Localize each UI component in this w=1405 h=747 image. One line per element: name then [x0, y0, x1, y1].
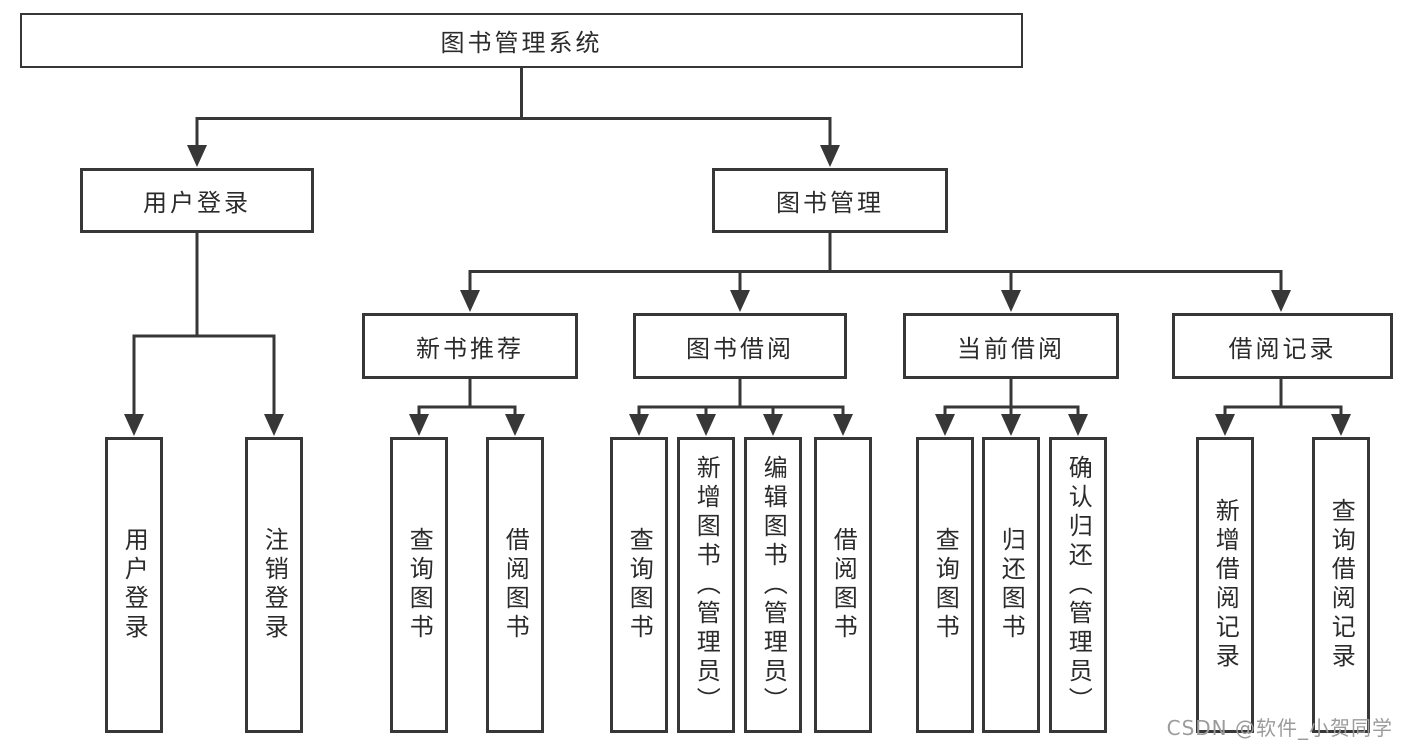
leaf-label: 查询借阅记录 — [1327, 498, 1356, 672]
leaf-label: 用户登录 — [120, 527, 149, 643]
leaf-add-books-admin: 新增图书（管理员） — [677, 437, 735, 733]
node-label: 图书管理 — [776, 189, 884, 217]
leaf-logout: 注销登录 — [245, 437, 303, 733]
node-root-label: 图书管理系统 — [440, 29, 603, 57]
node-label: 借阅记录 — [1228, 334, 1337, 363]
node-new-book-recommend: 新书推荐 — [362, 313, 578, 379]
leaf-label: 注销登录 — [260, 527, 289, 643]
leaf-add-borrow-record: 新增借阅记录 — [1196, 437, 1254, 733]
leaf-query-books-2: 查询图书 — [610, 437, 668, 733]
node-user-login-group: 用户登录 — [80, 168, 314, 233]
leaf-confirm-return-admin: 确认归还（管理员） — [1049, 437, 1107, 733]
leaf-user-login: 用户登录 — [105, 437, 163, 733]
leaf-label: 查询图书 — [931, 527, 960, 643]
leaf-label: 归还图书 — [997, 527, 1026, 643]
node-label: 用户登录 — [143, 189, 251, 217]
node-root: 图书管理系统 — [20, 13, 1023, 68]
leaf-return-books: 归还图书 — [982, 437, 1040, 733]
leaf-edit-books-admin: 编辑图书（管理员） — [744, 437, 802, 733]
leaf-borrow-books-2: 借阅图书 — [814, 437, 872, 733]
leaf-query-books-3: 查询图书 — [916, 437, 974, 733]
leaf-label: 确认归还（管理员） — [1064, 454, 1093, 716]
node-book-management: 图书管理 — [712, 168, 948, 233]
node-label: 图书借阅 — [686, 334, 794, 363]
leaf-label: 新增图书（管理员） — [692, 454, 721, 716]
node-borrow-records: 借阅记录 — [1172, 313, 1393, 379]
csdn-watermark: CSDN @软件_小贺同学 — [1166, 716, 1393, 740]
leaf-label: 新增借阅记录 — [1211, 498, 1240, 672]
node-label: 新书推荐 — [416, 334, 524, 363]
leaf-query-borrow-record: 查询借阅记录 — [1312, 437, 1370, 733]
node-label: 当前借阅 — [957, 334, 1065, 363]
leaf-label: 查询图书 — [625, 527, 654, 643]
leaf-label: 借阅图书 — [501, 527, 530, 643]
arrowheads — [124, 145, 1351, 436]
leaf-borrow-books-1: 借阅图书 — [486, 437, 544, 733]
leaf-label: 编辑图书（管理员） — [759, 454, 788, 716]
node-current-borrow: 当前借阅 — [903, 313, 1119, 379]
leaf-label: 查询图书 — [405, 527, 434, 643]
leaf-query-books-1: 查询图书 — [390, 437, 448, 733]
leaf-label: 借阅图书 — [829, 527, 858, 643]
node-book-borrow: 图书借阅 — [633, 313, 847, 379]
